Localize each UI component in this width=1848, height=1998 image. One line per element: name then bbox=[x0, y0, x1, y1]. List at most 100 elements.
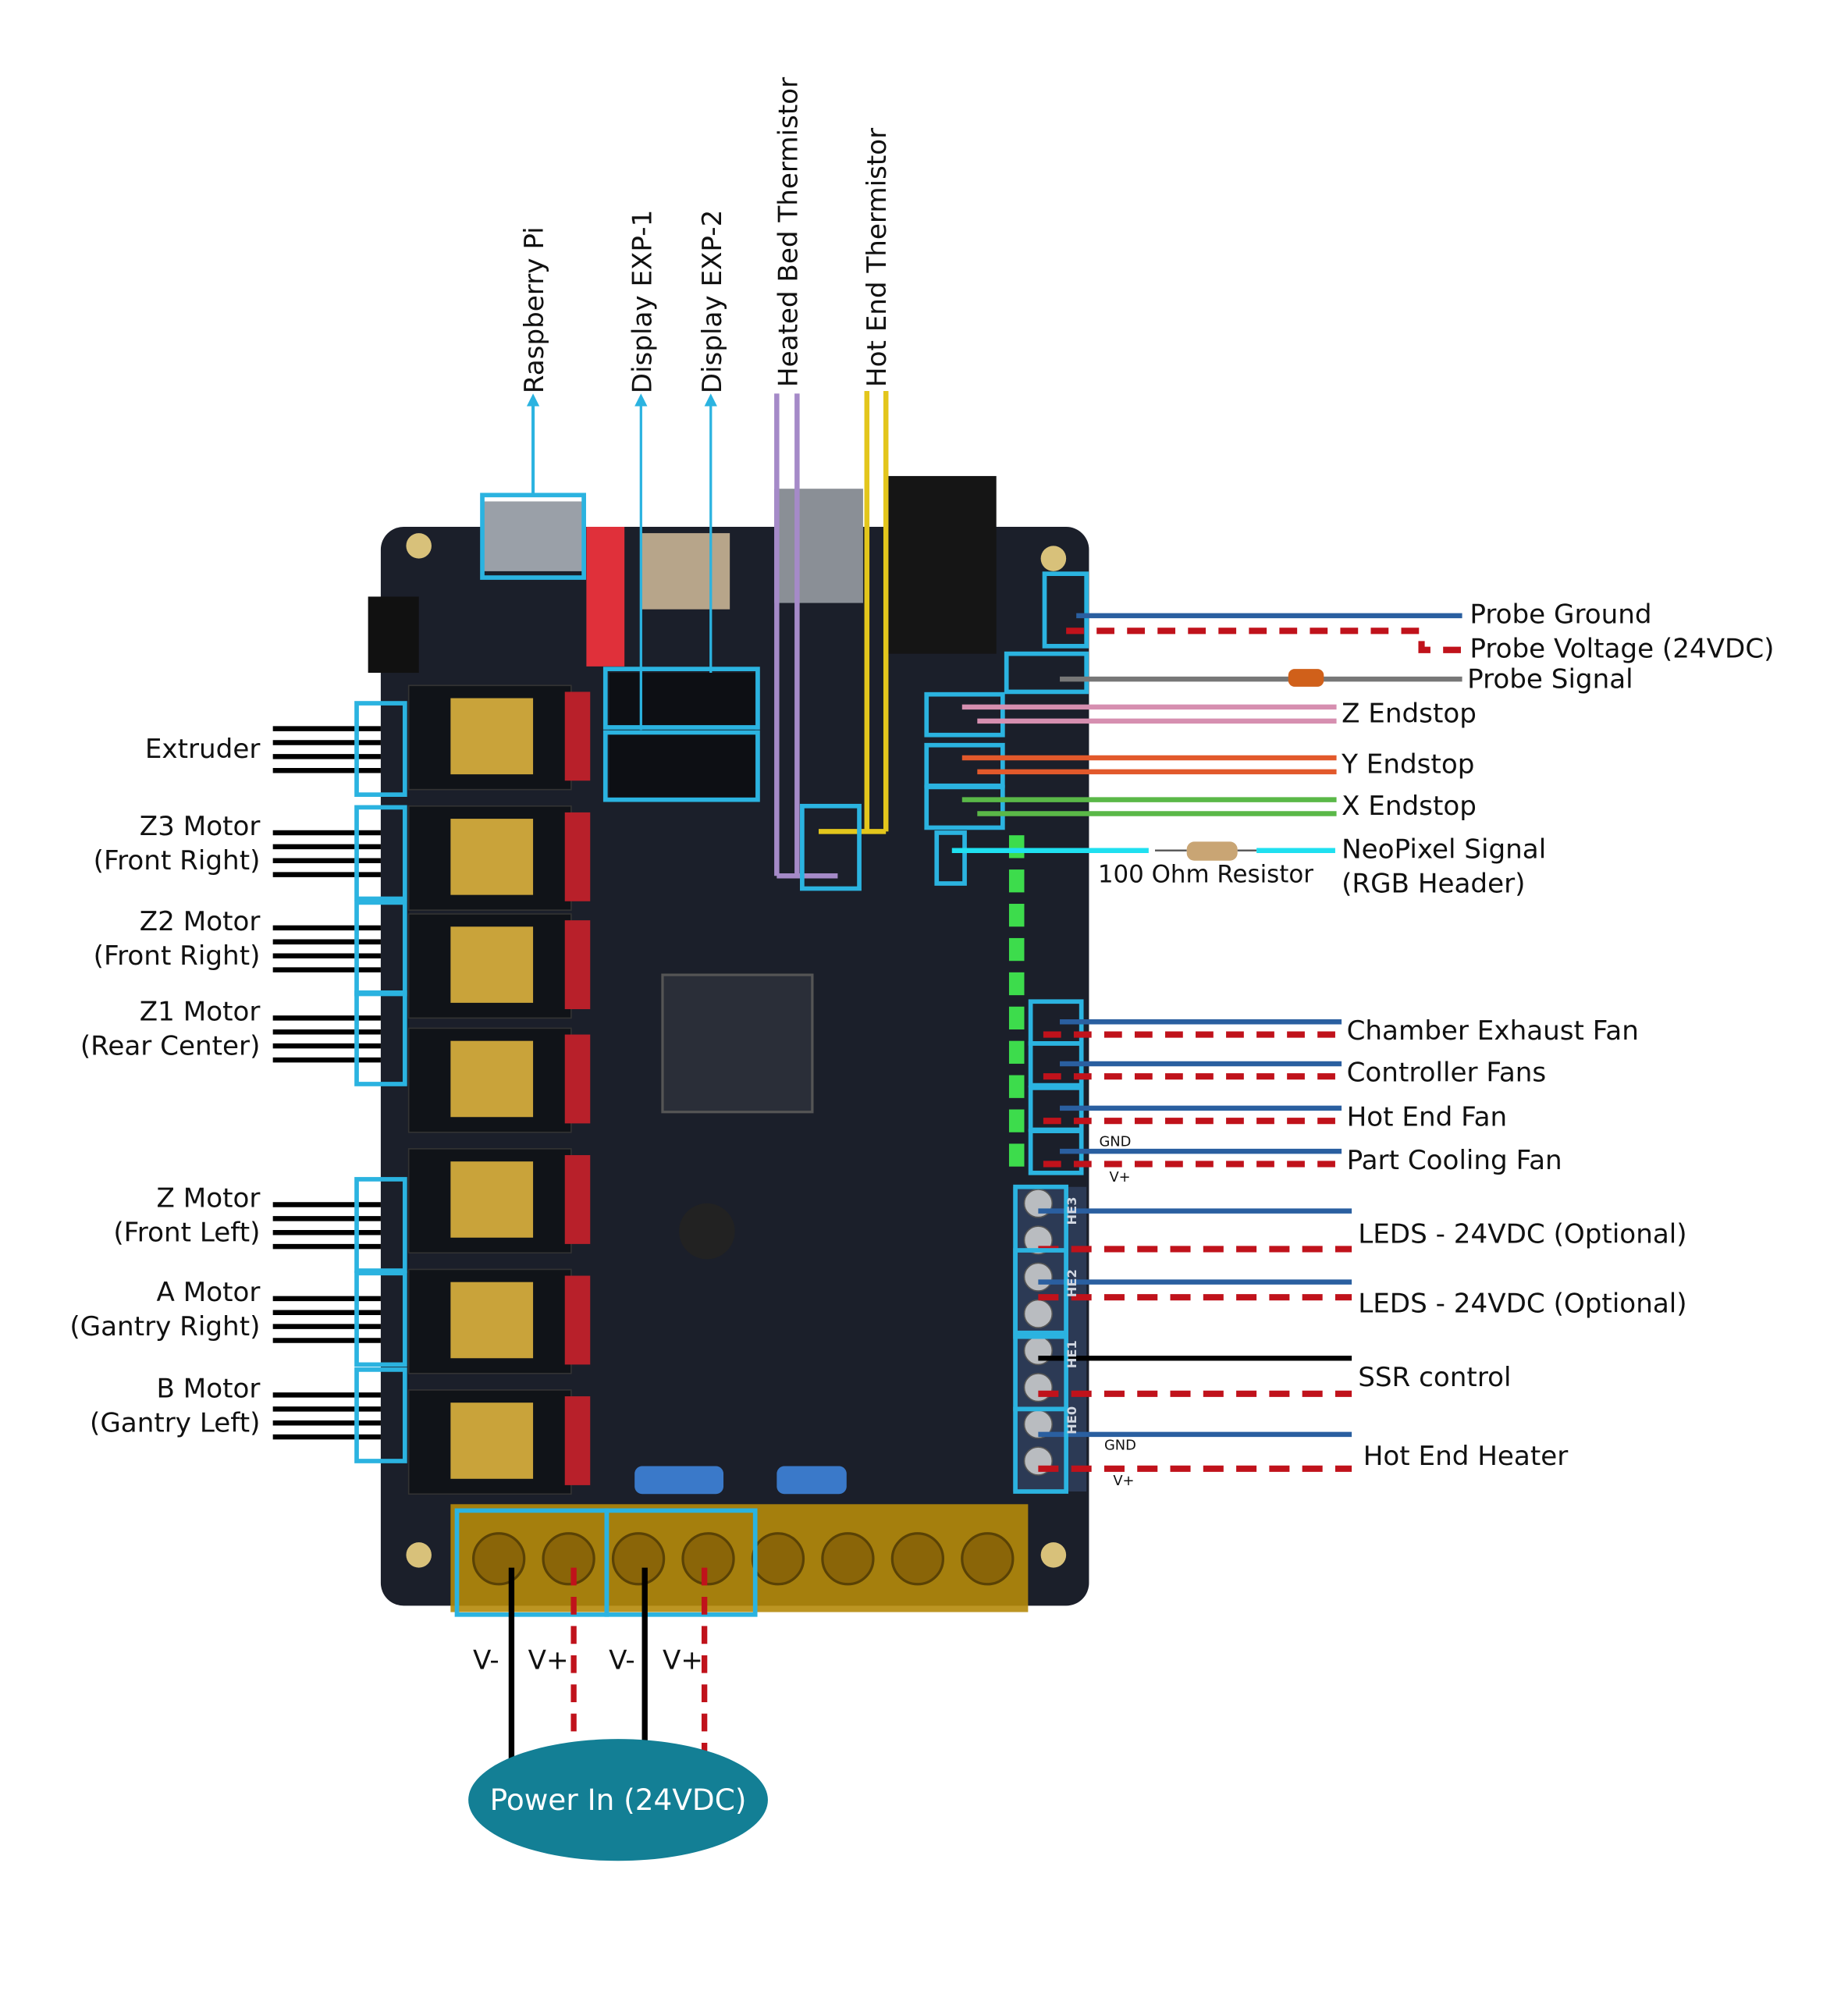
left-connector bbox=[368, 596, 419, 674]
power-terminal-label: V+ bbox=[528, 1645, 569, 1676]
motor-connector-box bbox=[354, 701, 407, 797]
x-endstop-label: X Endstop bbox=[1342, 791, 1477, 822]
motor-label: Z1 Motor bbox=[140, 997, 261, 1028]
mcu-chip bbox=[661, 973, 814, 1114]
driver-side-strip bbox=[564, 920, 591, 1010]
motor-connector-box bbox=[354, 1177, 407, 1273]
driver-heatsink bbox=[450, 1403, 534, 1479]
arrow-head bbox=[526, 393, 540, 407]
fan-vplus-label: V+ bbox=[1109, 1169, 1130, 1186]
arrow-head bbox=[634, 393, 648, 407]
x_endstop-box bbox=[924, 784, 1005, 830]
resistor-label: 100 Ohm Resistor bbox=[1098, 860, 1313, 888]
motor-label: B Motor bbox=[156, 1374, 261, 1405]
driver-side-strip bbox=[564, 1155, 591, 1244]
motor-label: Z2 Motor bbox=[140, 906, 261, 937]
motor-label: Z Motor bbox=[157, 1183, 261, 1214]
exp2-box bbox=[602, 730, 760, 802]
z-endstop-label: Z Endstop bbox=[1342, 698, 1477, 729]
driver-heatsink bbox=[450, 926, 534, 1003]
leds-he3-label: LEDS - 24VDC (Optional) bbox=[1358, 1218, 1686, 1250]
motor-label: A Motor bbox=[157, 1277, 261, 1308]
z_endstop-box bbox=[924, 691, 1005, 738]
hotend-fan-label: Hot End Fan bbox=[1347, 1102, 1508, 1133]
he0-box bbox=[1013, 1406, 1068, 1494]
hotend-heater-label: Hot End Heater bbox=[1363, 1441, 1569, 1472]
probe-connector-box bbox=[1042, 571, 1089, 649]
neopixel-box bbox=[934, 830, 967, 886]
driver-side-strip bbox=[564, 1396, 591, 1485]
motor-sublabel: (Gantry Right) bbox=[69, 1311, 260, 1342]
probe-ground-label: Probe Ground bbox=[1470, 599, 1651, 631]
jumper bbox=[1008, 937, 1025, 962]
probe-resistor-icon bbox=[1288, 669, 1324, 687]
part-fan-label: Part Cooling Fan bbox=[1347, 1145, 1562, 1176]
probe-signal-label: Probe Signal bbox=[1467, 664, 1633, 695]
terminal-screw bbox=[1023, 1299, 1054, 1329]
arrow-head bbox=[704, 393, 717, 407]
usb-port bbox=[774, 489, 863, 603]
power-screw bbox=[542, 1532, 595, 1586]
power-terminal-box-2 bbox=[604, 1508, 758, 1617]
power-screw bbox=[611, 1532, 666, 1586]
jumper bbox=[1008, 835, 1025, 859]
driver-side-strip bbox=[564, 691, 591, 781]
jumper bbox=[1008, 904, 1025, 927]
motor-sublabel: (Rear Center) bbox=[80, 1031, 261, 1062]
driver-heatsink bbox=[450, 819, 534, 895]
motor-label: Extruder bbox=[145, 734, 261, 765]
motor-sublabel: (Front Right) bbox=[94, 940, 261, 972]
motor-label: Z3 Motor bbox=[140, 811, 261, 842]
motor-connector-box bbox=[354, 990, 407, 1086]
motor-sublabel: (Front Left) bbox=[113, 1218, 260, 1249]
probe-signal-box bbox=[1004, 651, 1089, 695]
wires bbox=[272, 390, 1462, 1861]
top-label-0: Raspberry Pi bbox=[519, 226, 550, 393]
thermistor-box bbox=[800, 803, 862, 891]
mount-hole bbox=[406, 533, 432, 559]
fuse bbox=[777, 1466, 847, 1495]
driver-side-strip bbox=[564, 1034, 591, 1124]
heater-port-label-he0: HE0 bbox=[1064, 1406, 1079, 1435]
jumper bbox=[1008, 869, 1025, 893]
top-label-1: Display EXP-1 bbox=[627, 210, 658, 394]
exp1-box bbox=[602, 667, 760, 730]
motor-connector-box bbox=[354, 1271, 407, 1367]
power-screw bbox=[472, 1532, 526, 1586]
top-label-4: Hot End Thermistor bbox=[862, 127, 893, 387]
mount-hole bbox=[1040, 1542, 1067, 1568]
power-in-ellipse bbox=[468, 1739, 768, 1861]
ssr-label: SSR control bbox=[1358, 1362, 1511, 1393]
leds-he2-label: LEDS - 24VDC (Optional) bbox=[1358, 1289, 1686, 1320]
driver-heatsink bbox=[450, 1161, 534, 1238]
heater-port-label-he2: HE2 bbox=[1064, 1269, 1079, 1297]
jumper bbox=[1008, 1143, 1025, 1167]
buzzer bbox=[679, 1203, 735, 1260]
red-header bbox=[586, 526, 625, 667]
power-screw bbox=[751, 1532, 805, 1586]
terminal-screw bbox=[1023, 1372, 1054, 1403]
driver-side-strip bbox=[564, 812, 591, 901]
motor-sublabel: (Front Right) bbox=[94, 845, 261, 876]
heater-port-label-he1: HE1 bbox=[1064, 1340, 1079, 1368]
resistor-icon bbox=[1186, 841, 1238, 861]
neopixel-label: NeoPixel Signal bbox=[1342, 834, 1546, 865]
power-screw bbox=[961, 1532, 1015, 1586]
motor-connector-box bbox=[354, 805, 407, 901]
heater-gnd-label: GND bbox=[1104, 1437, 1136, 1453]
power-terminal-label: V+ bbox=[663, 1645, 703, 1676]
fuse bbox=[634, 1466, 724, 1495]
top-label-2: Display EXP-2 bbox=[697, 210, 728, 394]
top-label-3: Heated Bed Thermistor bbox=[773, 76, 804, 387]
motor-connector-box bbox=[354, 1367, 407, 1463]
jumper bbox=[1008, 1109, 1025, 1132]
mount-hole bbox=[406, 1542, 432, 1568]
sd-slot bbox=[641, 533, 730, 610]
usb-c-port bbox=[482, 501, 585, 571]
power-terminal-label: V- bbox=[473, 1645, 499, 1676]
terminal-screw bbox=[1023, 1262, 1054, 1292]
probe-voltage-wire bbox=[1066, 627, 1462, 653]
power-screw bbox=[890, 1532, 945, 1586]
